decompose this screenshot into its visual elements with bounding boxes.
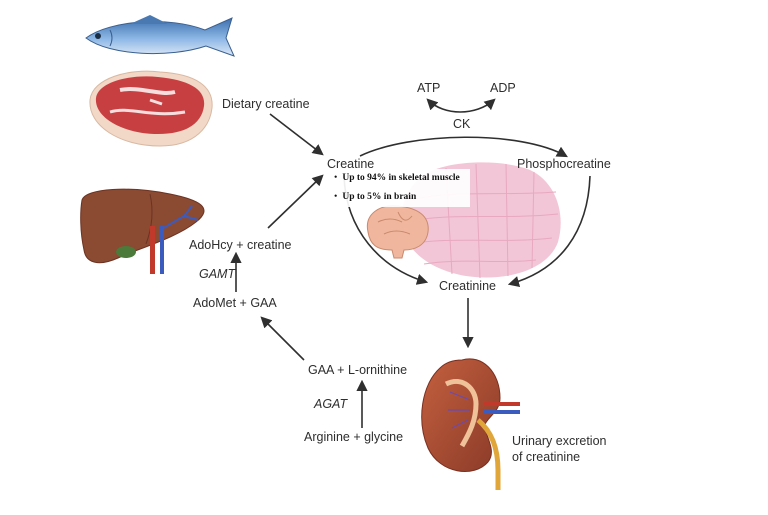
label-urinary-excretion-line1: Urinary excretion <box>512 434 607 448</box>
meat-icon <box>89 70 213 147</box>
storage-note-muscle: Up to 94% in skeletal muscle <box>330 169 470 188</box>
label-arginine-glycine: Arginine + glycine <box>304 430 404 444</box>
label-creatine: Creatine <box>327 157 375 171</box>
gaa-to-adomet-arrow <box>260 316 305 361</box>
label-phosphocreatine: Phosphocreatine <box>517 157 611 171</box>
creatine-storage-notes: Up to 94% in skeletal muscle Up to 5% in… <box>330 169 470 207</box>
phosphocreatine-to-creatinine-arrow <box>507 175 591 287</box>
label-adp: ADP <box>490 81 516 95</box>
label-creatinine: Creatinine <box>439 279 496 293</box>
label-adohcy-creatine: AdoHcy + creatine <box>189 238 292 252</box>
label-dietary-creatine: Dietary creatine <box>222 97 310 111</box>
label-gamt: GAMT <box>199 267 236 281</box>
label-agat: AGAT <box>314 397 348 411</box>
storage-note-brain: Up to 5% in brain <box>330 188 470 207</box>
label-adomet-gaa: AdoMet + GAA <box>193 296 277 310</box>
label-urinary-excretion-line2: of creatinine <box>512 450 581 464</box>
label-gaa-ornithine: GAA + L-ornithine <box>308 363 408 377</box>
label-atp: ATP <box>417 81 441 95</box>
kidney-icon <box>421 358 520 490</box>
atp-adp-arrow <box>426 98 496 113</box>
liver-icon <box>80 188 205 274</box>
label-ck: CK <box>453 117 471 131</box>
ck-forward-arrow <box>359 136 568 158</box>
adohcy-to-creatine-arrow <box>267 174 324 229</box>
dietary-to-creatine-arrow <box>269 113 324 156</box>
fish-icon <box>85 15 235 57</box>
